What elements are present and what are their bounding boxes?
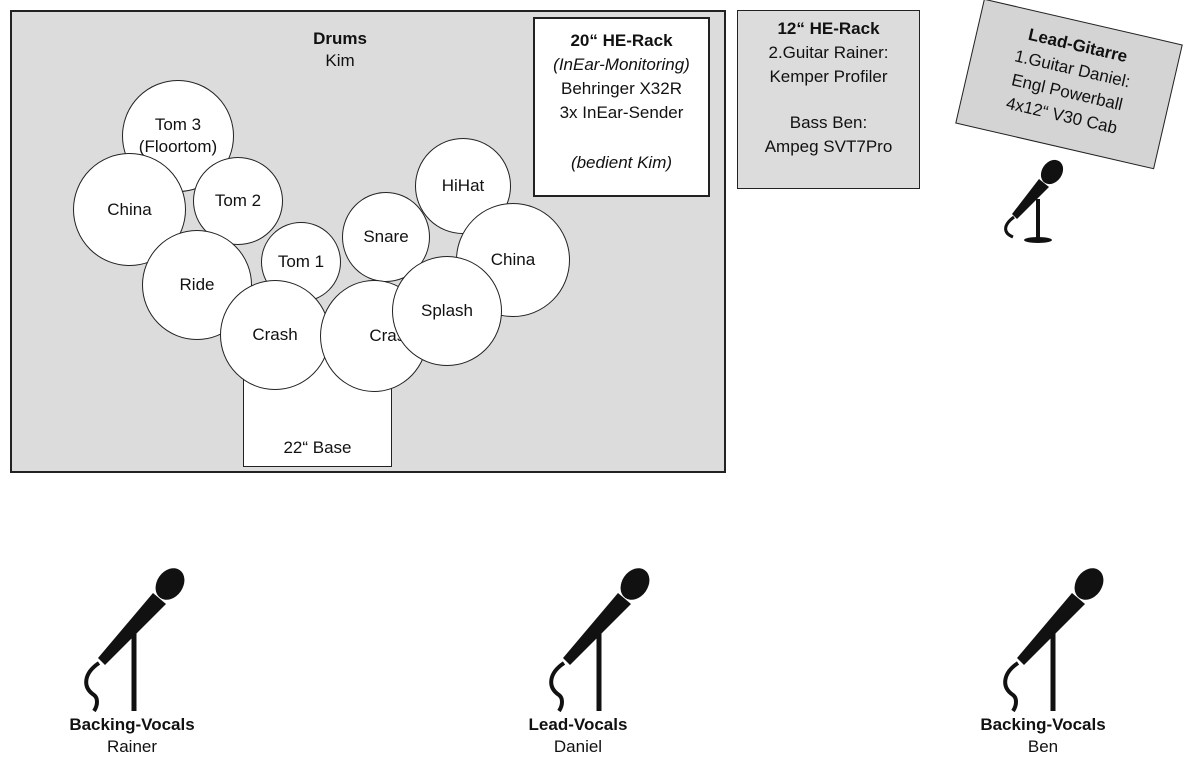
rack12-line4: Ampeg SVT7Pro [764, 137, 893, 156]
mic-label-daniel: Lead-Vocals Daniel [478, 714, 678, 758]
mic-role: Lead-Vocals [528, 715, 628, 734]
kick-label: 22“ Base [283, 438, 352, 457]
mic-role: Backing-Vocals [980, 715, 1106, 734]
rack12-line1: 2.Guitar Rainer: [768, 43, 889, 62]
mic-name: Daniel [553, 737, 603, 756]
rack20-note: (bedient Kim) [570, 153, 673, 172]
rack20-subtitle: (InEar-Monitoring) [553, 55, 690, 74]
microphone-icon [1003, 568, 1104, 713]
snare-label: Snare [363, 227, 409, 246]
rack20-line2: 3x InEar-Sender [559, 103, 684, 122]
tom2-label: Tom 2 [214, 191, 262, 210]
splash-cymbal: Splash [392, 256, 502, 366]
rack12-line3: Bass Ben: [789, 113, 868, 132]
mic-label-rainer: Backing-Vocals Rainer [32, 714, 232, 758]
crash-left-label: Crash [252, 325, 298, 344]
tom1-label: Tom 1 [277, 252, 325, 271]
drum-title: Drums [313, 29, 367, 48]
hihat-label: HiHat [441, 176, 485, 195]
crash-left-cymbal: Crash [220, 280, 330, 390]
microphone-icon [84, 568, 185, 713]
lead-guitar-box: Lead-Gitarre 1.Guitar Daniel: Engl Power… [955, 0, 1183, 170]
drum-title-block: Drums Kim [240, 28, 440, 72]
microphone-icon [1004, 159, 1064, 243]
rack12-title: 12“ HE-Rack [777, 19, 880, 38]
ride-label: Ride [179, 275, 215, 294]
microphone-icon [549, 568, 650, 713]
rack20-title: 20“ HE-Rack [570, 31, 673, 50]
rack-20-box: 20“ HE-Rack (InEar-Monitoring) Behringer… [533, 17, 710, 197]
drum-player: Kim [325, 51, 355, 70]
china-left-label: China [107, 199, 152, 219]
tom3-sublabel: (Floortom) [138, 137, 218, 156]
splash-label: Splash [421, 301, 473, 320]
tom3-label: Tom 3 [154, 115, 202, 134]
china-right-label: China [490, 250, 536, 269]
mic-label-ben: Backing-Vocals Ben [943, 714, 1143, 758]
rack12-line2: Kemper Profiler [769, 67, 888, 86]
mic-name: Rainer [106, 737, 158, 756]
mic-name: Ben [1027, 737, 1059, 756]
rack-12-box: 12“ HE-Rack 2.Guitar Rainer: Kemper Prof… [737, 10, 920, 189]
mic-role: Backing-Vocals [69, 715, 195, 734]
crash-right-cymbal: Crash [320, 280, 428, 392]
rack20-line1: Behringer X32R [561, 79, 682, 98]
